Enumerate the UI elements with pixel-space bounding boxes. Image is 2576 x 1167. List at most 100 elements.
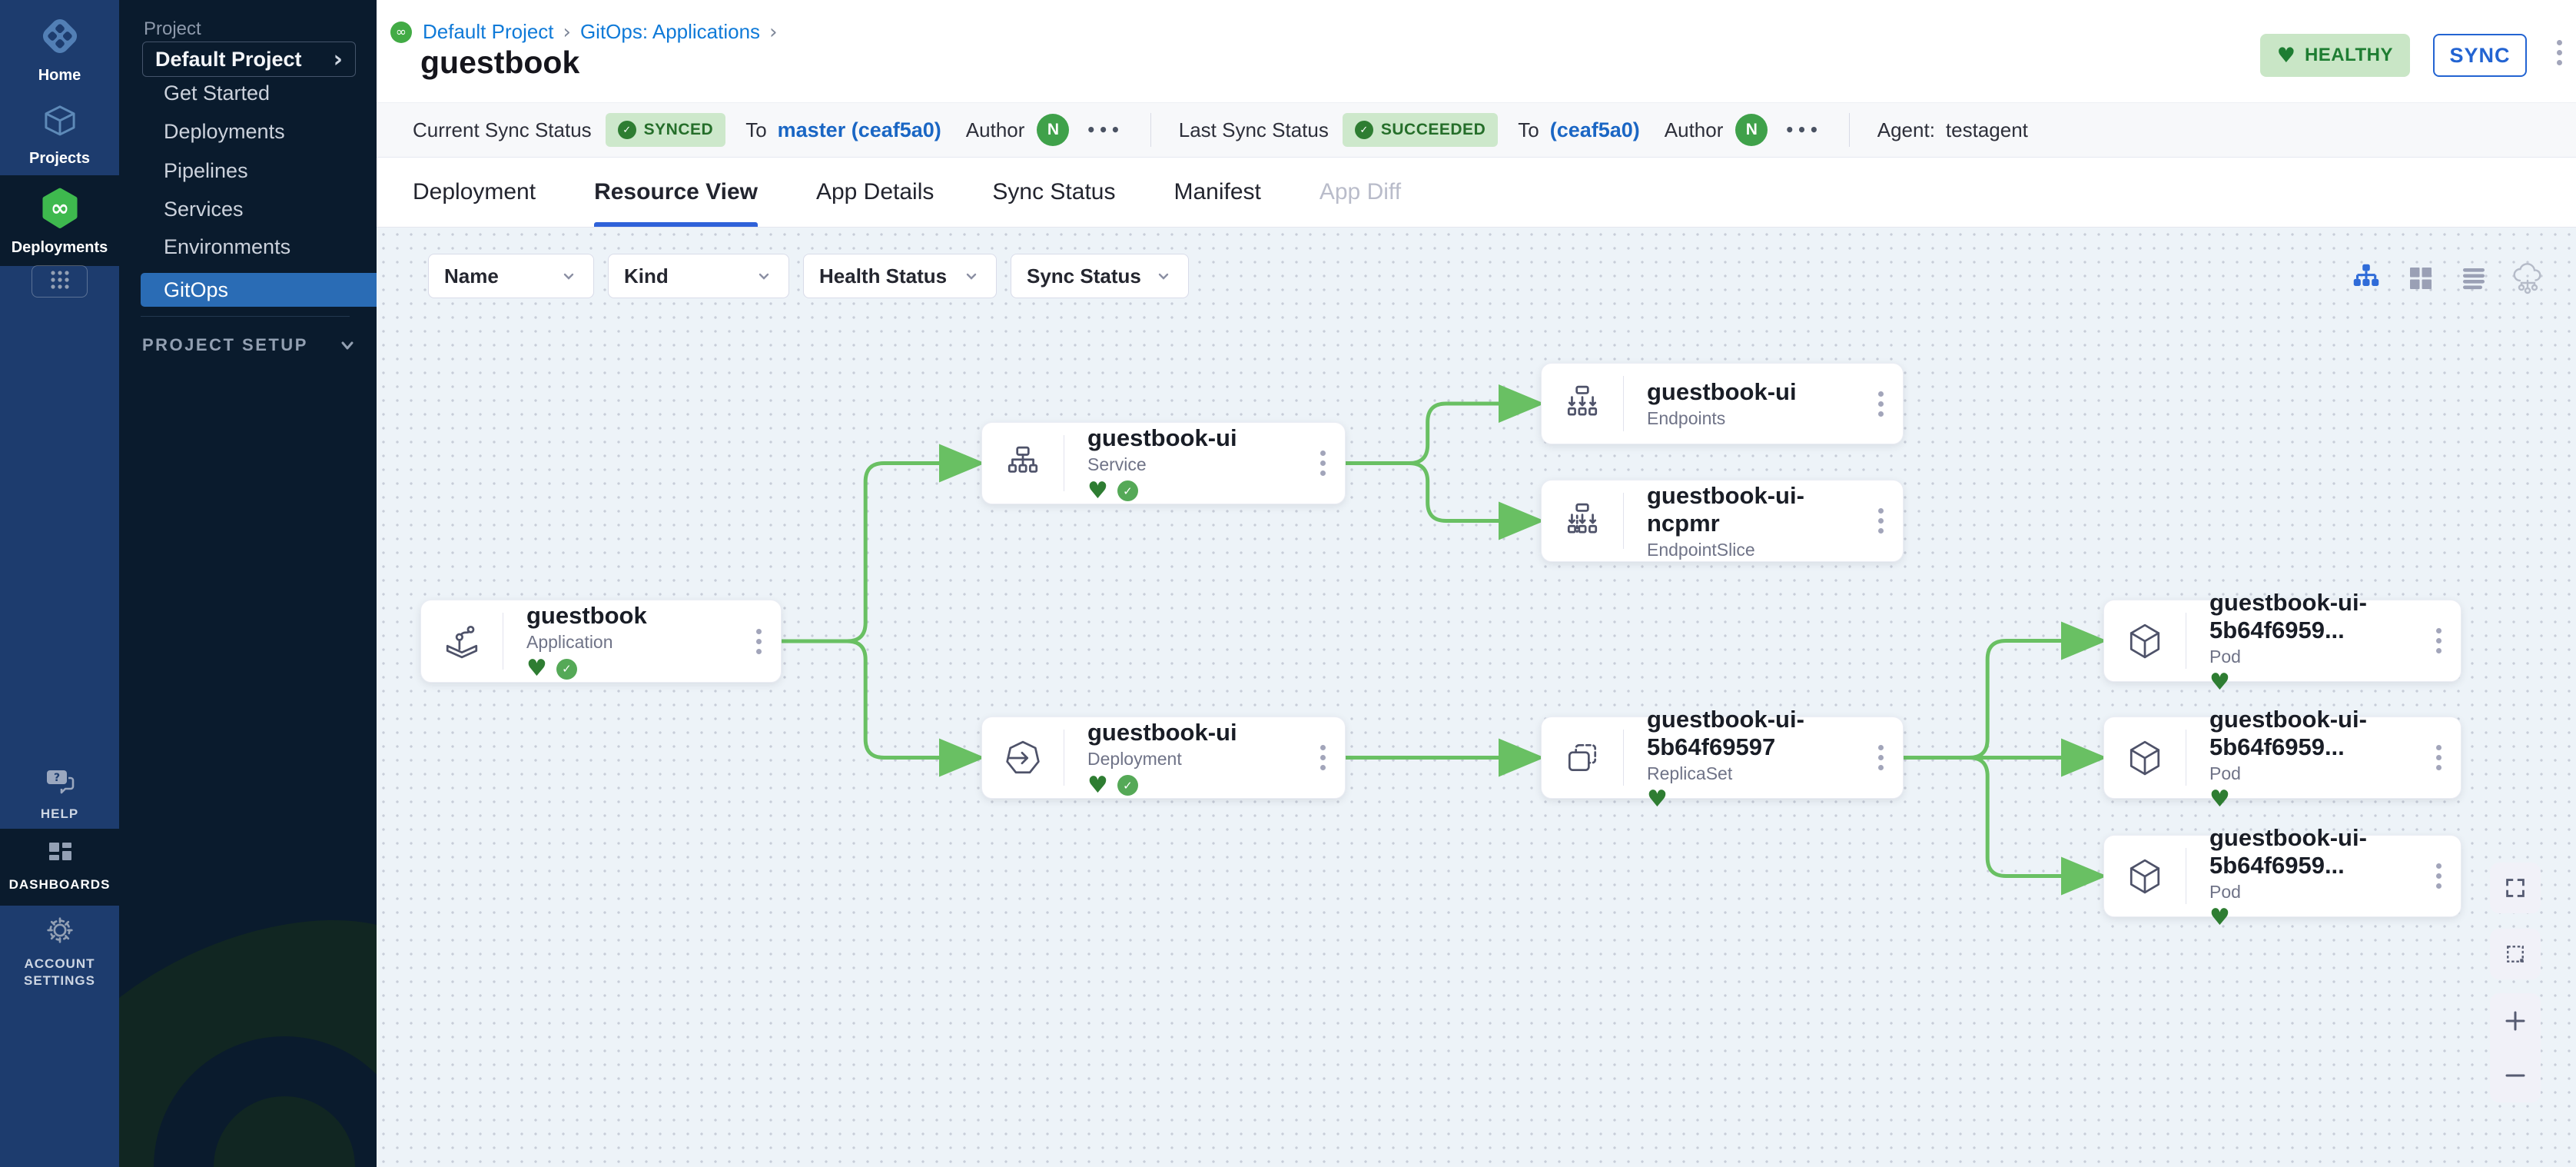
resource-node-endpointslice[interactable]: guestbook-ui-ncpmr EndpointSlice (1541, 480, 1904, 562)
agent-label: Agent: (1877, 118, 1935, 141)
tab-manifest[interactable]: Manifest (1173, 179, 1261, 204)
to-label: To (745, 118, 767, 141)
view-grid-button[interactable] (2402, 260, 2438, 295)
node-menu-button[interactable] (1858, 480, 1903, 561)
resource-name: guestbook-ui (1087, 718, 1237, 746)
project-setup-label: PROJECT SETUP (142, 335, 308, 354)
node-menu-button[interactable] (736, 600, 781, 682)
node-menu-button[interactable] (2416, 836, 2461, 916)
health-status-filter-dropdown[interactable]: Health Status (803, 254, 997, 298)
kebab-icon (2435, 745, 2442, 770)
kebab-icon (755, 628, 762, 654)
resource-kind: ReplicaSet (1647, 763, 1733, 783)
synced-check-icon: ✓ (556, 658, 577, 680)
project-sidebar: Project Default Project › Get Started De… (119, 0, 377, 1167)
node-menu-button[interactable] (2416, 600, 2461, 681)
sidebar-item-pipelines[interactable]: Pipelines (164, 159, 248, 182)
more-commit-info-button[interactable]: ••• (1086, 121, 1123, 139)
app-menu-button[interactable] (2557, 40, 2562, 65)
kind-filter-dropdown[interactable]: Kind (608, 254, 789, 298)
resource-node-pod[interactable]: guestbook-ui-5b64f6959... Pod ♥ (2103, 824, 2461, 929)
sync-status-filter-label: Sync Status (1027, 264, 1141, 288)
zoom-in-button[interactable] (2490, 993, 2541, 1048)
divider (1848, 113, 1850, 147)
nav-projects-label: Projects (29, 150, 90, 167)
resource-node-pod[interactable]: guestbook-ui-5b64f6959... Pod ♥ (2103, 706, 2461, 810)
synced-badge-label: SYNCED (643, 121, 714, 138)
deployment-icon (982, 717, 1064, 798)
zoom-out-button[interactable] (2490, 1048, 2541, 1102)
sync-button[interactable]: SYNC (2433, 34, 2527, 77)
resource-node-endpoints[interactable]: guestbook-ui Endpoints (1541, 363, 1904, 444)
tab-sync-status[interactable]: Sync Status (992, 179, 1116, 204)
sidebar-item-gitops-label: GitOps (164, 278, 229, 301)
author-avatar[interactable]: N (1735, 114, 1768, 146)
tab-resource-view[interactable]: Resource View (594, 158, 758, 227)
sidebar-item-deployments[interactable]: Deployments (164, 120, 285, 143)
resource-name: guestbook-ui-5b64f6959... (2209, 823, 2367, 879)
breadcrumb-project-link[interactable]: Default Project (423, 20, 554, 43)
module-picker-button[interactable] (32, 265, 88, 298)
replicaset-icon (1542, 717, 1623, 798)
synced-badge: ✓ SYNCED (605, 113, 726, 147)
nav-home[interactable]: Home (0, 14, 119, 85)
nav-help[interactable]: ? HELP (0, 767, 119, 822)
nav-home-label: Home (38, 67, 81, 84)
sidebar-item-services[interactable]: Services (164, 198, 244, 221)
node-menu-button[interactable] (2416, 717, 2461, 798)
succeeded-badge: ✓ SUCCEEDED (1342, 113, 1499, 147)
resource-graph-canvas[interactable]: Name Kind Health Status Sync Status (377, 228, 2576, 1167)
node-menu-button[interactable] (1300, 717, 1345, 798)
sidebar-item-gitops[interactable]: GitOps (141, 273, 377, 307)
sync-status-bar: Current Sync Status ✓ SYNCED To master (… (377, 102, 2576, 158)
name-filter-label: Name (444, 264, 499, 288)
harness-logo-icon (38, 14, 82, 62)
healthy-heart-icon: ♥ (526, 655, 547, 682)
nav-dashboards[interactable]: DASHBOARDS (0, 838, 119, 893)
author-label: Author (965, 118, 1025, 141)
nav-account-settings-label: ACCOUNT SETTINGS (23, 956, 95, 988)
view-network-button[interactable] (2510, 260, 2545, 295)
current-sync-ref-link[interactable]: master (ceaf5a0) (777, 118, 941, 141)
endpoints-icon (1542, 364, 1623, 444)
health-badge-label: HEALTHY (2304, 45, 2393, 65)
project-setup-toggle[interactable]: PROJECT SETUP (142, 335, 357, 355)
resource-node-deployment[interactable]: guestbook-ui Deployment ♥ ✓ (981, 716, 1346, 799)
svg-text:?: ? (53, 772, 59, 784)
author-avatar[interactable]: N (1037, 114, 1070, 146)
harness-watermark (119, 920, 377, 1167)
view-tree-button[interactable] (2349, 260, 2384, 295)
node-menu-button[interactable] (1858, 717, 1903, 798)
kind-filter-label: Kind (624, 264, 669, 288)
resource-node-service[interactable]: guestbook-ui Service ♥ ✓ (981, 422, 1346, 504)
resource-kind: Pod (2209, 763, 2241, 783)
tab-app-details[interactable]: App Details (815, 179, 934, 204)
resource-kind: Pod (2209, 881, 2241, 902)
nav-account-settings[interactable]: ACCOUNT SETTINGS (0, 913, 119, 989)
tab-deployment[interactable]: Deployment (413, 179, 536, 204)
breadcrumb-applications-link[interactable]: GitOps: Applications (579, 20, 761, 43)
fullscreen-button[interactable] (2490, 863, 2541, 913)
project-selector[interactable]: Default Project › (142, 42, 356, 77)
kebab-icon (1877, 508, 1884, 534)
more-commit-info-button[interactable]: ••• (1784, 121, 1821, 139)
resource-kind: Deployment (1087, 748, 1182, 769)
node-menu-button[interactable] (1858, 364, 1903, 444)
nav-projects[interactable]: Projects (0, 101, 119, 168)
sidebar-item-environments[interactable]: Environments (164, 235, 291, 258)
resource-node-pod[interactable]: guestbook-ui-5b64f6959... Pod ♥ (2103, 589, 2461, 693)
view-list-button[interactable] (2456, 260, 2491, 295)
resource-node-replicaset[interactable]: guestbook-ui-5b64f69597 ReplicaSet ♥ (1541, 706, 1904, 810)
left-nav-rail: Home Projects ∞ Deployments ? HELP DASHB… (0, 0, 119, 1167)
to-label: To (1518, 118, 1539, 141)
nav-deployments[interactable]: ∞ Deployments (0, 188, 119, 257)
sync-status-filter-dropdown[interactable]: Sync Status (1011, 254, 1189, 298)
node-menu-button[interactable] (1300, 423, 1345, 504)
marquee-select-button[interactable] (2490, 929, 2541, 979)
sidebar-item-get-started[interactable]: Get Started (164, 81, 271, 105)
last-sync-ref-link[interactable]: (ceaf5a0) (1549, 118, 1640, 141)
resource-node-application[interactable]: guestbook Application ♥ ✓ (420, 600, 782, 683)
app-tabs: Deployment Resource View App Details Syn… (377, 158, 2576, 228)
check-circle-icon: ✓ (617, 121, 636, 139)
name-filter-dropdown[interactable]: Name (428, 254, 594, 298)
